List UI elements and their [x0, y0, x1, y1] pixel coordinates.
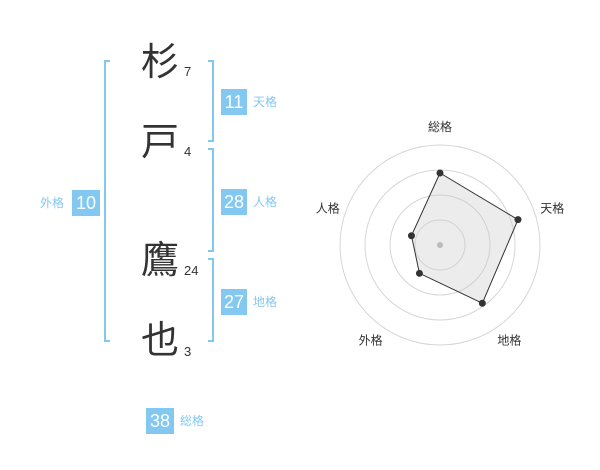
chikaku-badge: 27: [221, 289, 247, 315]
soukaku-badge: 38: [146, 408, 174, 434]
name-char-2: 戸: [140, 120, 179, 164]
jinkaku-label: 人格: [253, 195, 278, 209]
stroke-count-3: 24: [184, 263, 199, 278]
radar-axis-label-1: 総格: [428, 119, 452, 134]
chikaku-bracket: [208, 258, 214, 342]
name-char-3: 鷹: [140, 238, 179, 282]
tenkaku-label: 天格: [253, 95, 278, 109]
gaikaku-badge: 10: [72, 190, 100, 216]
soukaku-label: 総格: [180, 414, 205, 428]
radar-axis-label-4: 外格: [359, 332, 383, 347]
gaikaku-label: 外格: [40, 196, 65, 210]
stroke-count-4: 3: [184, 344, 192, 359]
stroke-count-2: 4: [184, 144, 192, 159]
name-char-1: 杉: [140, 40, 179, 84]
radar-point-4: [415, 269, 423, 277]
gaikaku-bracket: [104, 60, 110, 342]
radar-grid-ring: [339, 144, 541, 346]
stroke-count-1: 7: [184, 64, 192, 79]
radar-center-dot: [437, 242, 443, 248]
radar-axis-label-3: 地格: [497, 332, 521, 347]
chikaku-label: 地格: [253, 295, 278, 309]
radar-point-5: [407, 232, 415, 240]
tenkaku-bracket: [208, 60, 214, 142]
tenkaku-badge: 11: [221, 89, 247, 115]
name-char-4: 也: [140, 318, 179, 362]
radar-series-area: [410, 172, 519, 304]
jinkaku-bracket: [208, 148, 214, 252]
radar-axis-label-2: 天格: [540, 201, 564, 216]
radar-axis-label-5: 人格: [316, 201, 340, 216]
jinkaku-badge: 28: [221, 189, 247, 215]
radar-point-1: [436, 169, 444, 177]
radar-grid-ring: [389, 194, 491, 296]
radar-grid-ring: [414, 219, 466, 271]
radar-point-3: [478, 299, 486, 307]
radar-point-2: [514, 216, 522, 224]
